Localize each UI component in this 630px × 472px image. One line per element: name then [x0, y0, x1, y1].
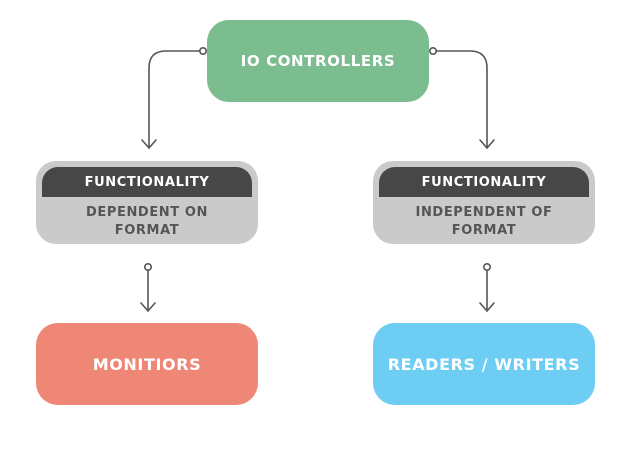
left-card-line1: DEPENDENT ON	[85, 204, 209, 220]
monitors-node: MONITIORS	[36, 323, 258, 405]
connector-start-dot-right	[428, 46, 437, 55]
right-card-header: FUNCTIONALITY	[379, 167, 589, 197]
arrow-head-monitors	[140, 302, 156, 312]
monitors-label: MONITIORS	[92, 354, 202, 374]
readers-writers-node: READERS / WRITERS	[373, 323, 595, 405]
arrow-head-left-card	[141, 139, 157, 149]
right-card-line2: FORMAT	[451, 222, 517, 238]
left-card-body: DEPENDENT ON FORMAT	[36, 199, 258, 244]
right-card-body: INDEPENDENT OF FORMAT	[373, 199, 595, 244]
left-functionality-card: FUNCTIONALITY DEPENDENT ON FORMAT	[36, 161, 258, 244]
connector-root-to-right-card	[432, 50, 488, 149]
right-card-line1: INDEPENDENT OF	[415, 204, 553, 220]
arrow-head-readers	[479, 302, 495, 312]
connector-start-dot-left-card	[144, 262, 153, 271]
io-controllers-label: IO CONTROLLERS	[240, 52, 396, 70]
left-card-header: FUNCTIONALITY	[42, 167, 252, 197]
right-functionality-card: FUNCTIONALITY INDEPENDENT OF FORMAT	[373, 161, 595, 244]
right-card-header-label: FUNCTIONALITY	[421, 174, 547, 190]
left-card-line2: FORMAT	[114, 222, 180, 238]
readers-writers-label: READERS / WRITERS	[387, 354, 581, 374]
connector-start-dot-right-card	[482, 262, 491, 271]
left-card-header-label: FUNCTIONALITY	[84, 174, 210, 190]
connector-root-to-left-card	[148, 50, 204, 149]
connector-start-dot-left	[199, 46, 208, 55]
arrow-head-right-card	[479, 139, 495, 149]
io-controllers-node: IO CONTROLLERS	[207, 20, 429, 102]
